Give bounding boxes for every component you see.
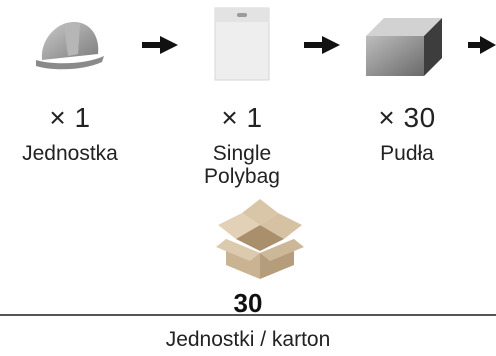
units-per-carton-value: 30: [233, 288, 263, 318]
arrow-right-icon: [468, 36, 496, 59]
step-2-label-line2: Polybag: [204, 165, 280, 188]
polybag-icon: [213, 6, 271, 87]
box-icon: [364, 14, 444, 83]
open-carton-icon: [212, 195, 308, 286]
arrow-right-icon: [304, 36, 340, 59]
step-2-quantity: × 1: [221, 102, 263, 133]
step-3-quantity: × 30: [378, 102, 436, 133]
step-2-label: Single Polybag: [172, 142, 312, 188]
divider: [0, 314, 496, 316]
step-1-quantity: × 1: [49, 102, 91, 133]
step-1-label: Jednostka: [22, 142, 118, 165]
units-per-carton-caption: Jednostki / karton: [165, 328, 331, 351]
step-2-label-line1: Single: [212, 142, 272, 165]
hard-hat-icon: [34, 14, 106, 81]
arrow-right-icon: [142, 36, 178, 59]
step-3-label: Pudła: [380, 142, 434, 165]
